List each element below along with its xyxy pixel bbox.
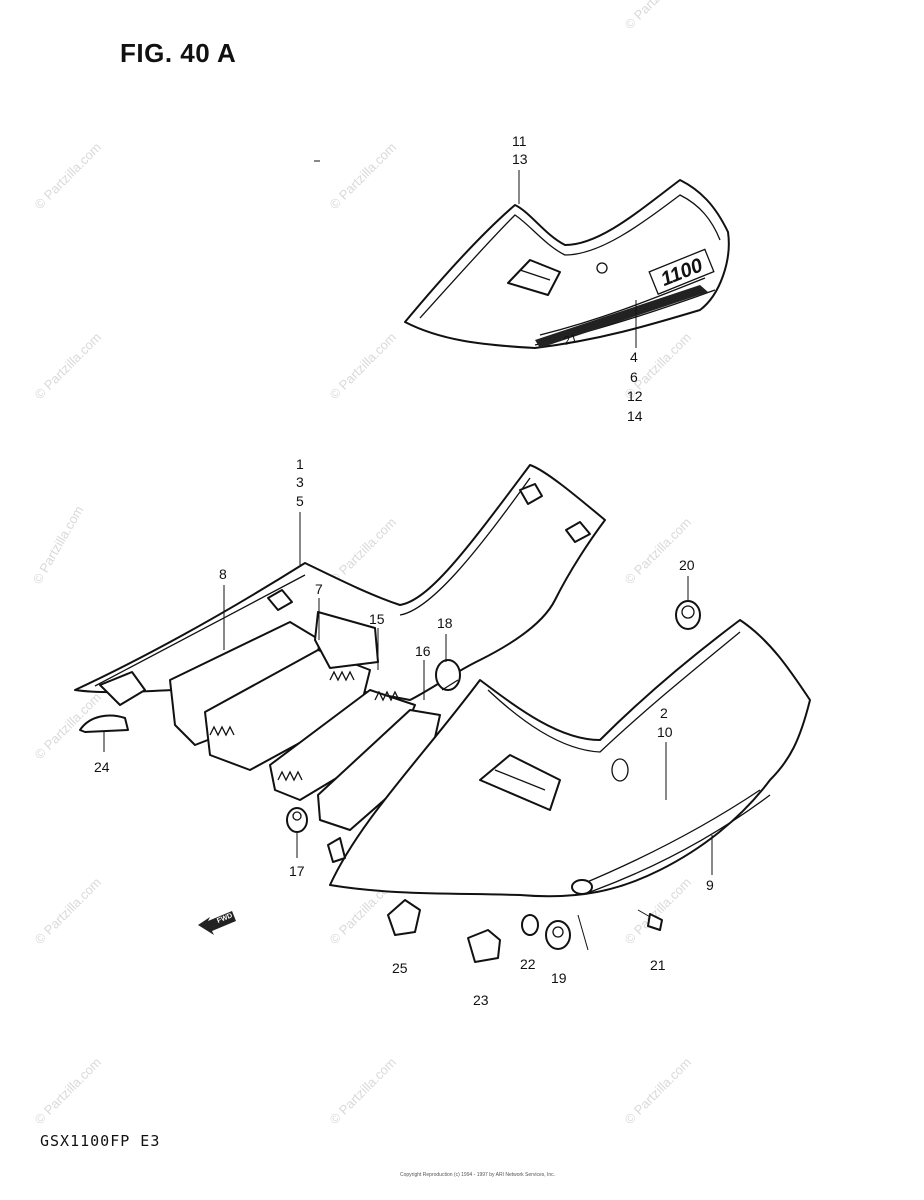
callout-14: 14 bbox=[627, 408, 643, 424]
callout-17: 17 bbox=[289, 863, 305, 879]
cushion-23 bbox=[467, 929, 501, 963]
svg-text:21: 21 bbox=[562, 331, 579, 348]
emblem-icon bbox=[596, 262, 608, 274]
watermark: © Partzilla.com bbox=[327, 330, 400, 403]
watermark: © Partzilla.com bbox=[327, 140, 400, 213]
callout-5: 5 bbox=[296, 493, 304, 509]
watermark: © Partzilla.com bbox=[622, 875, 695, 948]
callout-12: 12 bbox=[627, 388, 643, 404]
watermark: © Partzilla.com bbox=[622, 0, 695, 32]
callout-9: 9 bbox=[706, 877, 714, 893]
collar-22 bbox=[521, 914, 539, 936]
watermark: © Partzilla.com bbox=[32, 330, 105, 403]
callout-6: 6 bbox=[630, 369, 638, 385]
screw-21 bbox=[637, 909, 663, 931]
watermark: © Partzilla.com bbox=[622, 1055, 695, 1128]
cap-24 bbox=[79, 714, 129, 733]
callout-11: 11 bbox=[512, 133, 527, 149]
callout-18: 18 bbox=[437, 615, 453, 631]
side-plates bbox=[169, 611, 441, 831]
watermark: © Partzilla.com bbox=[327, 515, 400, 588]
model-label: GSX1100FP E3 bbox=[40, 1132, 161, 1150]
watermark: © Partzilla.com bbox=[327, 1055, 400, 1128]
callout-25: 25 bbox=[392, 960, 408, 976]
callout-21: 21 bbox=[650, 957, 666, 973]
callout-15: 15 bbox=[369, 611, 385, 627]
watermark: © Partzilla.com bbox=[622, 515, 695, 588]
copyright-notice: Copyright Reproduction (c) 1994 - 1997 b… bbox=[400, 1172, 556, 1178]
callout-7: 7 bbox=[315, 581, 323, 597]
callout-13: 13 bbox=[512, 151, 528, 167]
watermark-layer: © Partzilla.com © Partzilla.com © Partzi… bbox=[30, 0, 694, 1127]
callout-24: 24 bbox=[94, 759, 110, 775]
callout-20: 20 bbox=[679, 557, 695, 573]
watermark: © Partzilla.com bbox=[32, 1055, 105, 1128]
cushion-25 bbox=[387, 899, 421, 936]
callout-10: 10 bbox=[657, 724, 673, 740]
frame-cover-right bbox=[327, 619, 811, 898]
callout-4: 4 bbox=[630, 349, 638, 365]
grommet-19 bbox=[545, 920, 571, 950]
figure-title: FIG. 40 A bbox=[120, 38, 237, 68]
grommet-18 bbox=[435, 659, 461, 691]
callout-8: 8 bbox=[219, 566, 227, 582]
callouts: 11 13 4 6 12 14 1 3 5 8 7 15 18 16 20 2 … bbox=[94, 133, 714, 1008]
leader-lines bbox=[103, 512, 713, 951]
grommet-20 bbox=[675, 600, 701, 630]
watermark: © Partzilla.com bbox=[32, 875, 105, 948]
callout-16: 16 bbox=[415, 643, 431, 659]
callout-19: 19 bbox=[551, 970, 567, 986]
callout-2: 2 bbox=[660, 705, 668, 721]
callout-22: 22 bbox=[520, 956, 536, 972]
callout-1: 1 bbox=[296, 456, 304, 472]
watermark: © Partzilla.com bbox=[30, 503, 87, 586]
callout-23: 23 bbox=[473, 992, 489, 1008]
watermark: © Partzilla.com bbox=[32, 140, 105, 213]
damper-17 bbox=[286, 807, 308, 833]
tail-cover-upper: 1100 21 bbox=[404, 179, 730, 349]
callout-3: 3 bbox=[296, 474, 304, 490]
fwd-arrow-icon: FWD bbox=[198, 911, 236, 935]
